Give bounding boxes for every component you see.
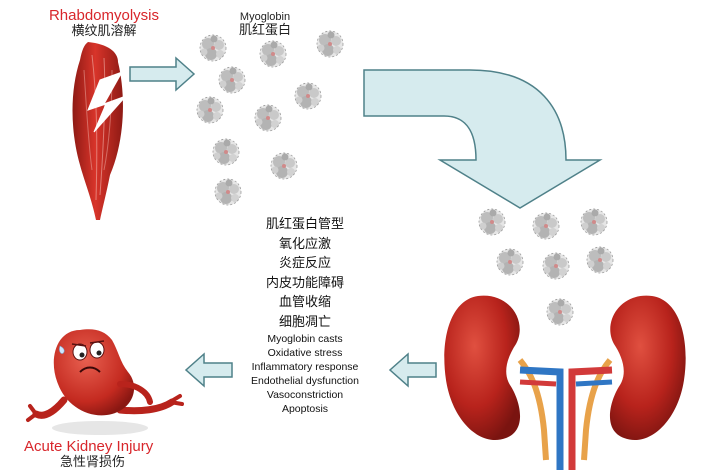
muscle-icon (72, 42, 127, 220)
rhabdo-title-en: Rhabdomyolysis (48, 7, 160, 24)
aki-title-en: Acute Kidney Injury (24, 438, 154, 455)
curved-arrow-icon (363, 69, 603, 209)
myoglobin-label: Myoglobin 肌红蛋白 (230, 11, 300, 39)
arrow-right-icon (129, 56, 196, 92)
effect-cn-item: 肌红蛋白管型 (265, 217, 344, 232)
rhabdo-title-cn: 横纹肌溶解 (71, 24, 137, 39)
effect-cn-item: 血管收缩 (278, 295, 331, 310)
effect-en-item: Oxidative stress (267, 347, 343, 359)
effect-en-item: Vasoconstriction (266, 389, 344, 401)
aki-title-cn: 急性肾损伤 (60, 455, 126, 470)
effect-en-item: Apoptosis (281, 403, 329, 415)
arrow-left-icon-2 (184, 352, 233, 388)
effect-en-item: Myoglobin casts (267, 333, 343, 345)
effect-cn-item: 内皮功能障碍 (265, 275, 344, 291)
effect-en-item: Inflammatory response (251, 361, 359, 373)
rhabdo-label: Rhabdomyolysis 横纹肌溶解 (44, 7, 164, 40)
effect-cn-item: 炎症反应 (278, 256, 331, 271)
myoglobin-molecules-icon (196, 30, 344, 206)
sad-kidney-character-icon (26, 329, 184, 435)
kidney-effects-list: 肌红蛋白管型 氧化应激 炎症反应 内皮功能障碍 血管收缩 细胞凋亡 Myoglo… (230, 215, 380, 416)
kidneys-icon (444, 295, 686, 470)
effect-cn-item: 细胞凋亡 (278, 314, 331, 330)
aki-label: Acute Kidney Injury 急性肾损伤 (24, 438, 194, 471)
myoglobin-label-cn: 肌红蛋白 (238, 23, 291, 38)
effect-cn-item: 氧化应激 (278, 236, 331, 252)
myoglobin-label-en: Myoglobin (239, 11, 291, 23)
arrow-left-icon-1 (388, 352, 437, 388)
effect-en-item: Endothelial dysfunction (251, 375, 359, 387)
